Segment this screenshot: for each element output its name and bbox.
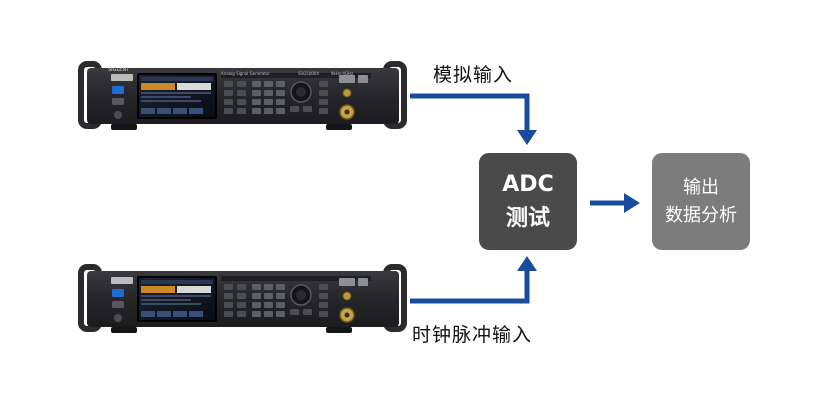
clock-input-label: 时钟脉冲输入	[412, 324, 533, 346]
adc-test-box: ADC 测试	[479, 153, 577, 250]
instrument-brand-text: SIGLENT	[108, 67, 130, 73]
analog-input-label: 模拟输入	[433, 64, 514, 86]
adc-box-line1: ADC	[502, 171, 554, 197]
output-box-line2: 数据分析	[665, 204, 737, 226]
arrowhead-analog-input	[517, 130, 537, 145]
output-box-line1: 输出	[683, 176, 719, 198]
instrument-freq-text: 9kHz-4GHz	[331, 71, 354, 76]
arrowhead-adc-to-output	[624, 193, 640, 213]
output-analysis-box: 输出 数据分析	[652, 153, 750, 250]
instrument-model-text: Analog Signal Generator	[221, 71, 270, 76]
signal-generator-bottom	[81, 267, 404, 333]
arrow-clock-input	[410, 270, 530, 304]
arrowhead-clock-input	[517, 256, 537, 271]
adc-box-line2: 测试	[505, 205, 550, 231]
instrument-series-text: SSG5000X	[298, 71, 320, 76]
arrow-analog-input	[410, 93, 530, 131]
